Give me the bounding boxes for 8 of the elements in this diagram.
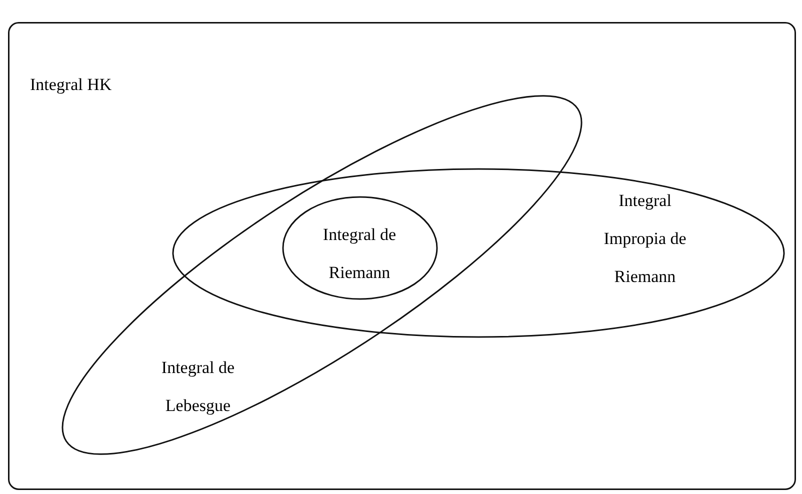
set-label: Integral de Riemann bbox=[322, 224, 398, 284]
set-ellipse bbox=[172, 168, 785, 338]
set-label: Integral HK bbox=[30, 74, 113, 96]
set-frame bbox=[8, 22, 796, 490]
set-label: Integral de Lebesgue bbox=[160, 357, 236, 417]
set-label: Integral Impropia de Riemann bbox=[602, 190, 688, 288]
set-ellipse bbox=[282, 196, 438, 300]
set-ellipse bbox=[63, 96, 581, 454]
